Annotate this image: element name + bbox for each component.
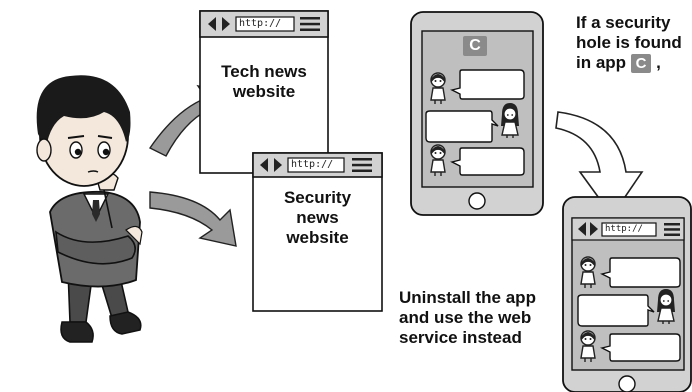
note-bottom-line3: service instead <box>399 328 522 347</box>
app-c-badge-icon: C <box>631 53 652 73</box>
tech-news-label-line2: website <box>232 82 296 101</box>
app-c-icon: C <box>469 37 481 54</box>
uninstall-note: Uninstall the app and use the web servic… <box>399 288 536 348</box>
security-news-label-line3: website <box>286 228 349 247</box>
url-text-browser-2: http:// <box>291 159 334 170</box>
url-text-tablet: http:// <box>605 224 643 234</box>
arrow-to-security-news <box>149 191 237 247</box>
note-top-trailing: , <box>656 53 661 72</box>
smartphone-app <box>410 11 544 216</box>
security-news-label-line1: Security <box>283 188 352 207</box>
note-top-line3: in app <box>576 53 627 72</box>
security-news-label-line2: news <box>296 208 339 227</box>
note-top-line1: If a security <box>576 13 671 32</box>
security-hole-note: If a security hole is found in app C , <box>576 13 682 73</box>
note-bottom-line1: Uninstall the app <box>399 288 536 307</box>
security-news-label: Security news website <box>253 188 382 248</box>
note-bottom-line2: and use the web <box>399 308 532 327</box>
tech-news-label: Tech news website <box>200 62 328 102</box>
tablet-web-service <box>562 196 692 392</box>
browser-window-tech-news <box>199 10 329 174</box>
character-illustration <box>36 75 143 343</box>
arrow-down-curve <box>555 111 644 218</box>
browser-window-security-news <box>252 152 383 312</box>
tech-news-label-line1: Tech news <box>221 62 307 81</box>
note-top-line2: hole is found <box>576 33 682 52</box>
url-text-browser-1: http:// <box>239 18 282 29</box>
